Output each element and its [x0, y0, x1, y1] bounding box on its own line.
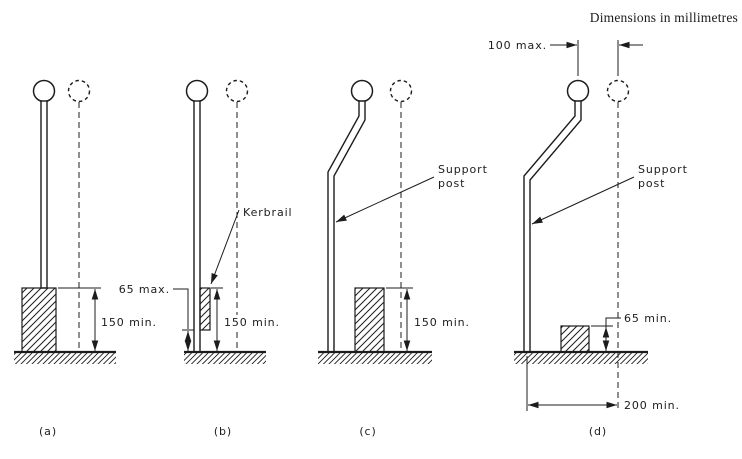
dim-label-65-max: 65 max.	[119, 283, 170, 296]
ground-hatching	[318, 353, 432, 364]
baluster-post	[193, 100, 201, 353]
kerb-upstand-hatched	[354, 287, 385, 353]
gap-leader-elbow	[173, 288, 189, 329]
dim-label-100-max: 100 max.	[488, 39, 547, 52]
handrail-section-circle	[350, 79, 374, 103]
alt-handrail-section-circle-dashed	[389, 79, 413, 103]
handrail-section-circle	[32, 79, 56, 103]
baluster-post	[40, 100, 48, 289]
support-post-leader-line	[531, 176, 635, 225]
dim-label-200-min: 200 min.	[624, 399, 680, 412]
dim-label-150: 150 min.	[101, 316, 157, 329]
figure-d: Support post 65 min. 100 max. 200 min. (…	[488, 39, 688, 438]
dim-label-65-min: 65 min.	[624, 312, 672, 325]
figure-c: Support post 150 min. (c)	[318, 79, 488, 438]
figure-label-d: (d)	[589, 425, 607, 438]
kerb-upstand-hatched	[21, 287, 57, 353]
alt-handrail-section-circle-dashed	[225, 79, 249, 103]
support-post-leader-line	[335, 176, 435, 223]
figure-label-c: (c)	[359, 425, 376, 438]
kerbrail-label: Kerbrail	[243, 206, 293, 219]
handrail-section-circle	[566, 79, 590, 103]
dim-label-150: 150 min.	[414, 316, 470, 329]
kerbrail-hatched	[199, 287, 211, 331]
ground-hatching	[14, 353, 116, 364]
support-post-label-line1: Support	[638, 163, 688, 176]
support-post-label-line1: Support	[438, 163, 488, 176]
ground-hatching	[184, 353, 266, 364]
figure-label-b: (b)	[214, 425, 232, 438]
dim-label-150: 150 min.	[224, 316, 280, 329]
figure-b: Kerbrail 65 max. 150 min. (b)	[119, 79, 293, 438]
ground-hatching	[514, 353, 648, 364]
figure-label-a: (a)	[39, 425, 57, 438]
units-note: Dimensions in millimetres	[590, 10, 738, 25]
figure-a: 150 min. (a)	[14, 79, 158, 438]
alt-handrail-section-circle-dashed	[67, 79, 91, 103]
kerbrail-leader-line	[210, 209, 240, 285]
dim-leader-elbow	[605, 317, 621, 327]
handrail-section-circle	[185, 79, 209, 103]
alt-handrail-section-circle-dashed	[606, 79, 630, 103]
label-mask	[221, 315, 275, 328]
support-post-cranked	[523, 100, 582, 353]
kerb-upstand-hatched	[560, 325, 590, 353]
support-post-label-line2: post	[438, 177, 465, 190]
support-post-label-line2: post	[638, 177, 665, 190]
